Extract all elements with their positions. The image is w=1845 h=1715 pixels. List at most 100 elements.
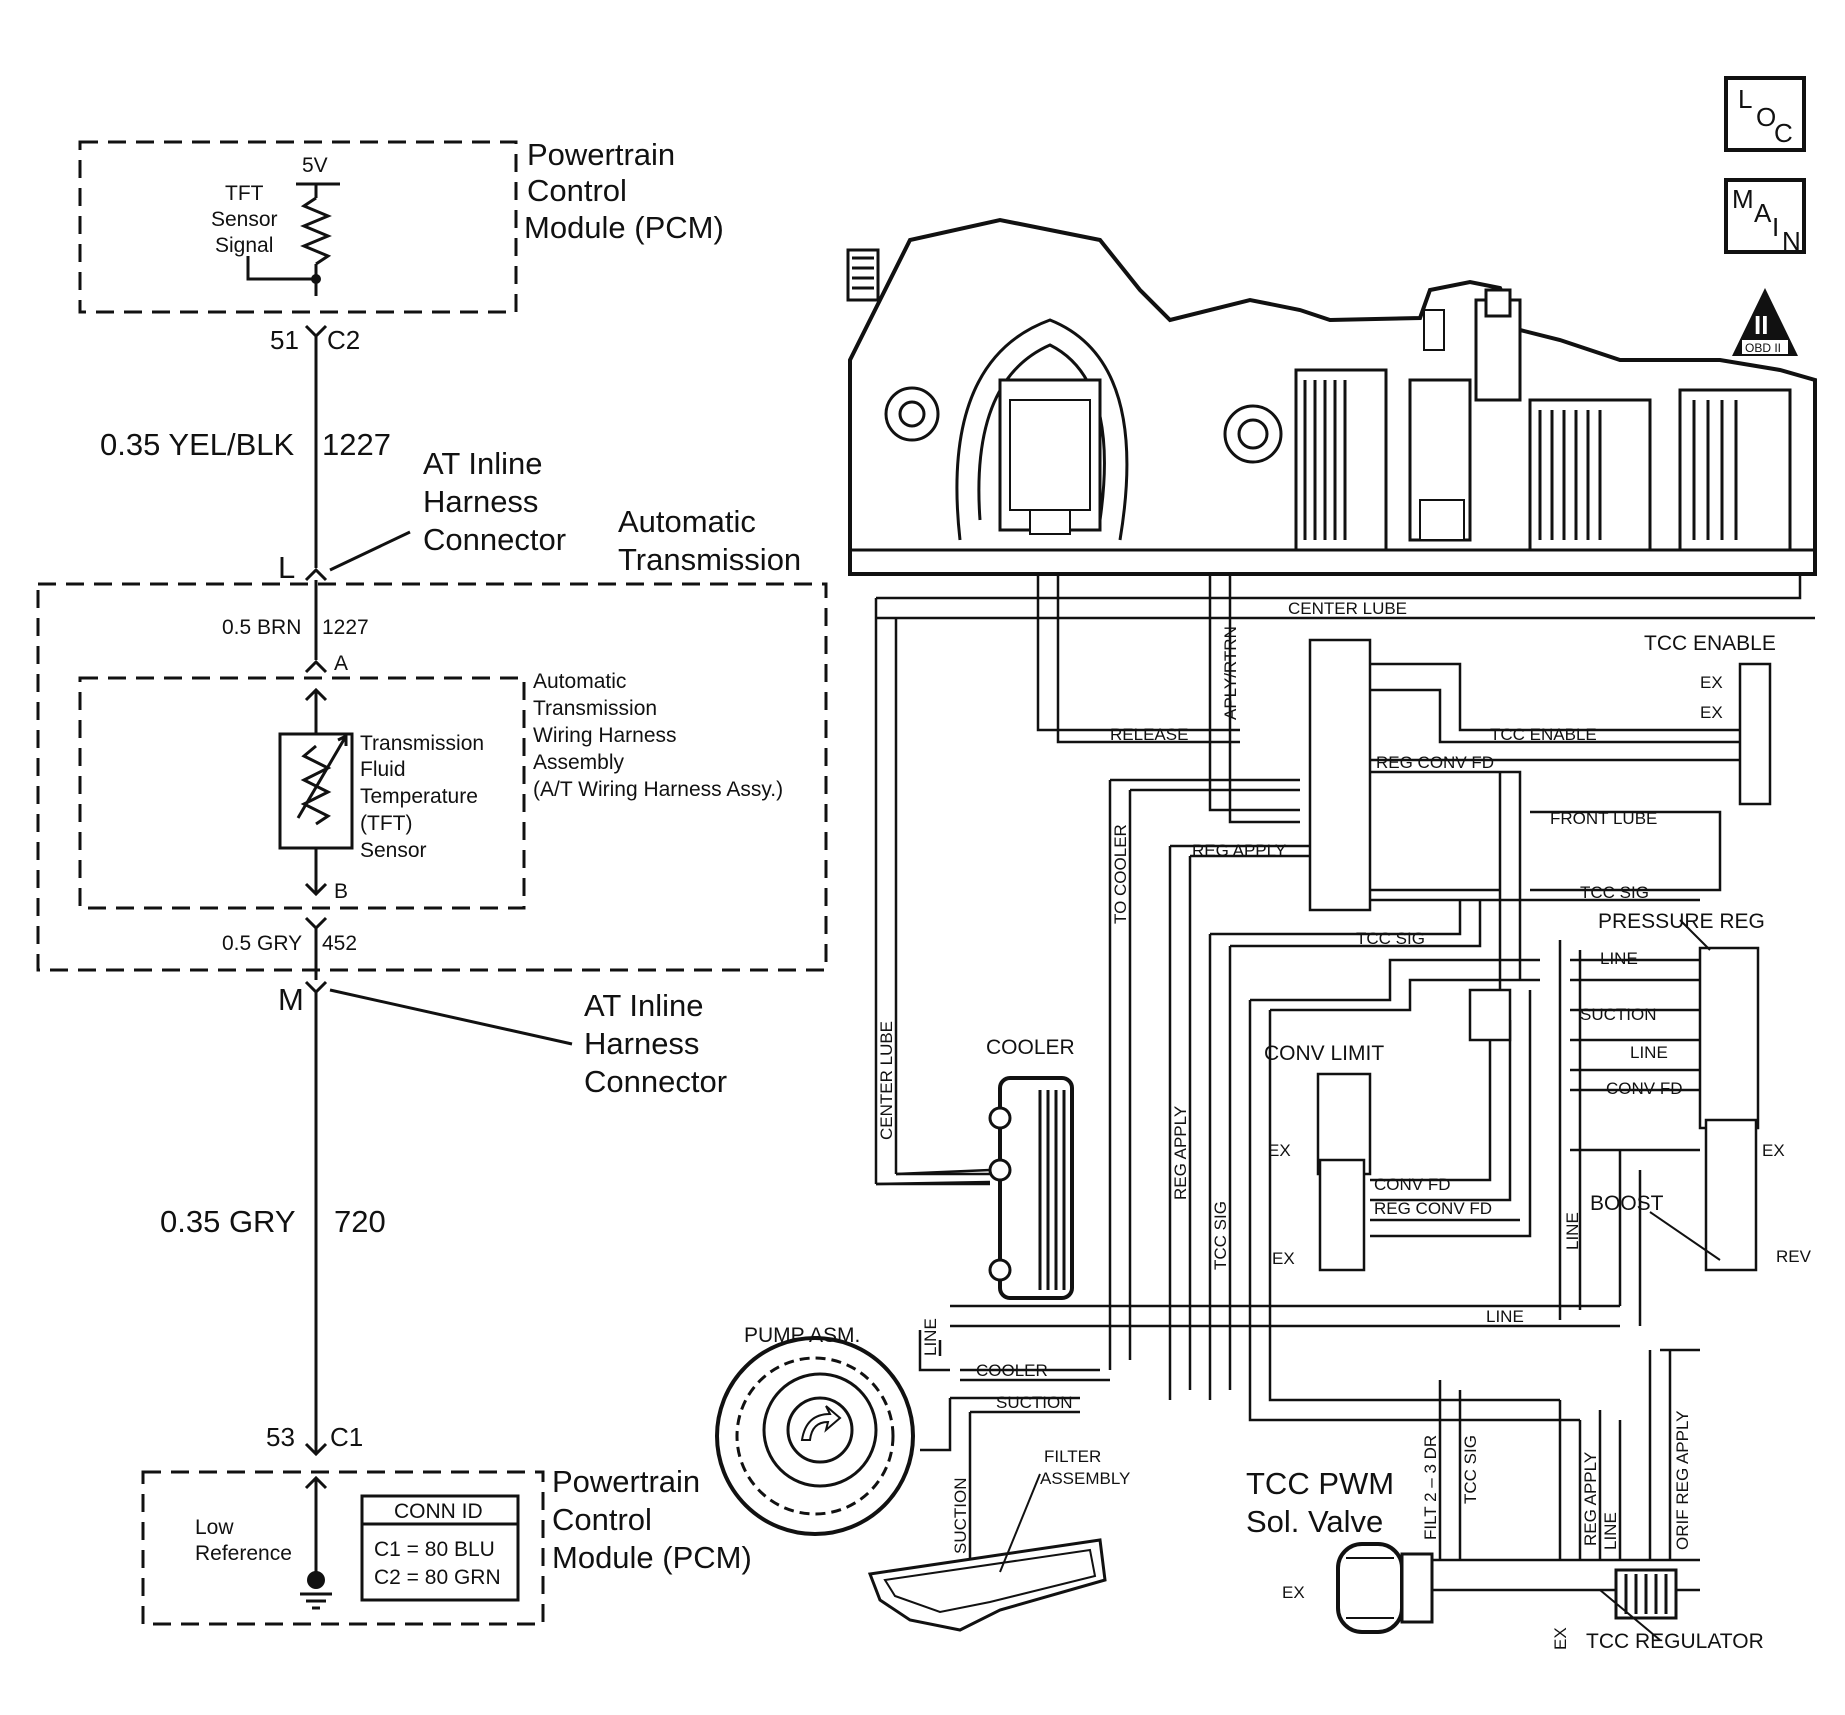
- connector-l-icon: [304, 567, 328, 582]
- connector-c2-icon: [304, 324, 328, 339]
- tft-label-3: Temperature: [360, 785, 478, 808]
- conn-id-row-2: C2 = 80 GRN: [374, 1566, 501, 1589]
- label-orif-reg-apply: ORIF REG APPLY: [1673, 1410, 1692, 1550]
- conn-id-title: CONN ID: [394, 1500, 483, 1523]
- svg-text:O: O: [1756, 102, 1776, 132]
- ex-label-5: EX: [1762, 1141, 1785, 1160]
- pin-l: L: [278, 550, 295, 585]
- sensor-label-1: TFT: [225, 182, 264, 205]
- sensor-label-2: Sensor: [211, 208, 278, 231]
- pcm-top-title-2: Control: [527, 173, 627, 208]
- label-tcc-sig-pwm: TCC SIG: [1461, 1435, 1480, 1504]
- connector-m-icon: [304, 980, 328, 995]
- connector-c2: C2: [327, 325, 360, 355]
- pcm-top-title-3: Module (PCM): [524, 210, 724, 245]
- main-icon[interactable]: M A I N: [1724, 178, 1806, 256]
- label-cooler: COOLER: [986, 1036, 1075, 1059]
- ex-label-2: EX: [1700, 703, 1723, 722]
- leader-line-bottom: [329, 988, 573, 1046]
- obd-ii-icon[interactable]: II OBD II: [1732, 288, 1798, 356]
- label-center-lube-top: CENTER LUBE: [1288, 599, 1407, 618]
- tft-label-5: Sensor: [360, 839, 427, 862]
- pcm-bottom-title-2: Control: [552, 1502, 652, 1537]
- label-reg-apply-top: REG APPLY: [1192, 841, 1286, 860]
- inline-top-label-3: Connector: [423, 522, 566, 557]
- conn-id-table: [360, 1494, 520, 1602]
- label-suction-vertical: SUCTION: [951, 1478, 970, 1555]
- clutch-pack-1: [1294, 368, 1388, 552]
- wire-4-circuit: 720: [334, 1204, 386, 1239]
- label-pump: PUMP ASM.: [744, 1324, 860, 1347]
- label-line-1: LINE: [1600, 949, 1638, 968]
- connector-b-icon: [304, 916, 328, 931]
- wire-2-gauge: 0.5 BRN: [222, 616, 301, 639]
- component-labels: TCC ENABLE PRESSURE REG CONV LIMIT BOOST…: [744, 632, 1776, 1653]
- label-filter-2: ASSEMBLY: [1040, 1469, 1130, 1488]
- label-conv-fd: CONV FD: [1374, 1175, 1451, 1194]
- label-center-lube-vertical: CENTER LUBE: [877, 1021, 896, 1140]
- label-rev: REV: [1776, 1247, 1812, 1266]
- auto-trans-label-2: Transmission: [618, 542, 801, 577]
- label-tcc-sig-right: TCC SIG: [1580, 883, 1649, 902]
- label-reg-apply-bottom: REG APPLY: [1581, 1452, 1600, 1546]
- pcm-bottom-title-3: Module (PCM): [552, 1540, 752, 1575]
- label-line-bottom: LINE: [1601, 1512, 1620, 1550]
- ex-label-4: EX: [1272, 1249, 1295, 1268]
- label-pressure-reg: PRESSURE REG: [1598, 910, 1765, 933]
- inline-bottom-label-3: Connector: [584, 1064, 727, 1099]
- pullup-resistor-icon: [300, 196, 332, 266]
- inline-top-label-1: AT Inline: [423, 446, 542, 481]
- inline-bottom-label-1: AT Inline: [584, 988, 703, 1023]
- connector-a-icon: [304, 659, 328, 674]
- svg-text:A: A: [1754, 198, 1772, 228]
- label-tcc-enable-passage: TCC ENABLE: [1490, 725, 1597, 744]
- label-tcc-sig-mid: TCC SIG: [1356, 929, 1425, 948]
- svg-text:OBD II: OBD II: [1745, 341, 1781, 355]
- pcm-top-title-1: Powertrain: [527, 137, 675, 172]
- pin-51: 51: [270, 325, 299, 355]
- planetary-gear: [1419, 499, 1465, 541]
- hydraulic-passages: [874, 574, 1815, 1592]
- low-ref-1: Low: [195, 1516, 234, 1539]
- connector-c1-icon: [304, 1442, 328, 1457]
- clutch-pack-2: [1528, 398, 1652, 552]
- transmission-cross-section: [846, 217, 1817, 576]
- svg-text:M: M: [1732, 184, 1754, 214]
- pin-b: B: [334, 880, 348, 903]
- exhaust-labels: EX EX EX EX EX EX EX: [1268, 673, 1785, 1650]
- connector-c1: C1: [330, 1422, 363, 1452]
- tcc-pwm-solenoid-icon: [1336, 1542, 1434, 1634]
- label-tcc-enable: TCC ENABLE: [1644, 632, 1776, 655]
- tft-label-2: Fluid: [360, 758, 406, 781]
- pin-a: A: [334, 652, 348, 675]
- label-aply-rtrn: APLY/RTRN: [1221, 626, 1240, 720]
- loc-icon[interactable]: L O C: [1724, 76, 1806, 152]
- voltage-label: 5V: [302, 154, 328, 177]
- label-tcc-pwm-1: TCC PWM: [1246, 1466, 1394, 1501]
- harness-label-1: Automatic: [533, 670, 626, 693]
- label-to-cooler: TO COOLER: [1111, 824, 1130, 924]
- wire-1-gauge: 0.35 YEL/BLK: [100, 427, 295, 462]
- auto-trans-label-1: Automatic: [618, 504, 756, 539]
- nav-icons: L O C M A I N II OBD II: [1724, 76, 1806, 356]
- auto-trans-box: [36, 582, 828, 972]
- svg-text:I: I: [1772, 212, 1779, 242]
- label-reg-conv-fd-bottom: REG CONV FD: [1374, 1199, 1492, 1218]
- harness-label-3: Wiring Harness: [533, 724, 677, 747]
- wire-3-circuit: 452: [322, 932, 357, 955]
- label-release: RELEASE: [1110, 725, 1188, 744]
- ex-label-1: EX: [1700, 673, 1723, 692]
- label-suction-reg: SUCTION: [1580, 1005, 1657, 1024]
- label-tcc-pwm-2: Sol. Valve: [1246, 1504, 1383, 1539]
- low-ref-2: Reference: [195, 1542, 292, 1565]
- label-reg-apply-vertical: REG APPLY: [1171, 1106, 1190, 1200]
- leader-line-top: [329, 530, 411, 572]
- ex-label-6: EX: [1282, 1583, 1305, 1602]
- label-line-vertical: LINE: [1563, 1212, 1582, 1250]
- tcc-regulator-icon: [1599, 1568, 1678, 1641]
- pin-m: M: [278, 982, 304, 1017]
- label-boost: BOOST: [1590, 1192, 1664, 1215]
- label-front-lube: FRONT LUBE: [1550, 809, 1657, 828]
